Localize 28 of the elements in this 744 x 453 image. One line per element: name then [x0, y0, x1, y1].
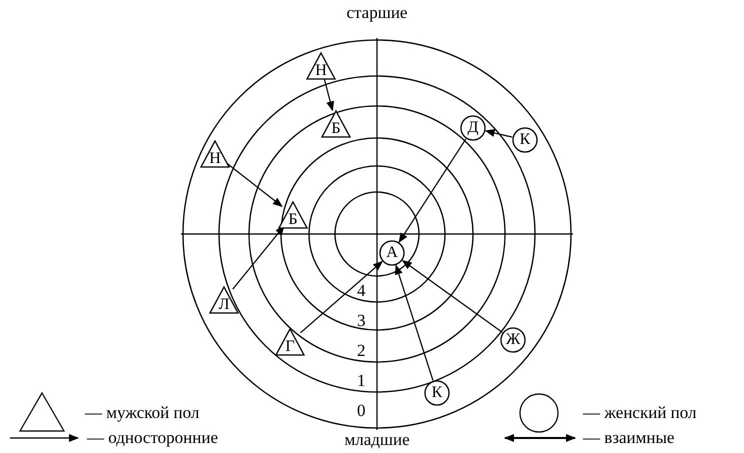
scale-number: 4 [357, 282, 366, 299]
legend-text: — мужской пол [85, 404, 200, 421]
scale-number: 0 [357, 402, 366, 419]
arrow [484, 129, 512, 138]
axis-label: старшие [346, 4, 408, 21]
female-circle-node: Ж [500, 327, 526, 353]
male-triangle-node: Г [275, 328, 305, 356]
legend-text: — односторонние [87, 429, 218, 446]
male-triangle-node: Н [306, 52, 336, 80]
female-circle-node: Д [460, 115, 486, 141]
scale-number: 2 [357, 342, 366, 359]
male-triangle-node: Л [209, 286, 239, 314]
arrow [394, 264, 434, 381]
axis-label: младшие [344, 431, 410, 448]
arrow [324, 79, 334, 112]
female-circle-node: К [512, 127, 538, 153]
female-circle-node: К [424, 380, 450, 406]
scale-number: 3 [357, 312, 366, 329]
male-triangle-node: Н [200, 140, 230, 168]
male-triangle-node: Б [278, 201, 308, 229]
arrow [398, 138, 466, 243]
female-circle-node: А [379, 240, 405, 266]
arrow [402, 260, 503, 333]
legend-text: — взаимные [583, 429, 674, 446]
legend-text: — женский пол [583, 404, 697, 421]
arrow [300, 260, 383, 334]
male-triangle-node: Б [321, 110, 351, 138]
scale-number: 1 [357, 372, 366, 389]
